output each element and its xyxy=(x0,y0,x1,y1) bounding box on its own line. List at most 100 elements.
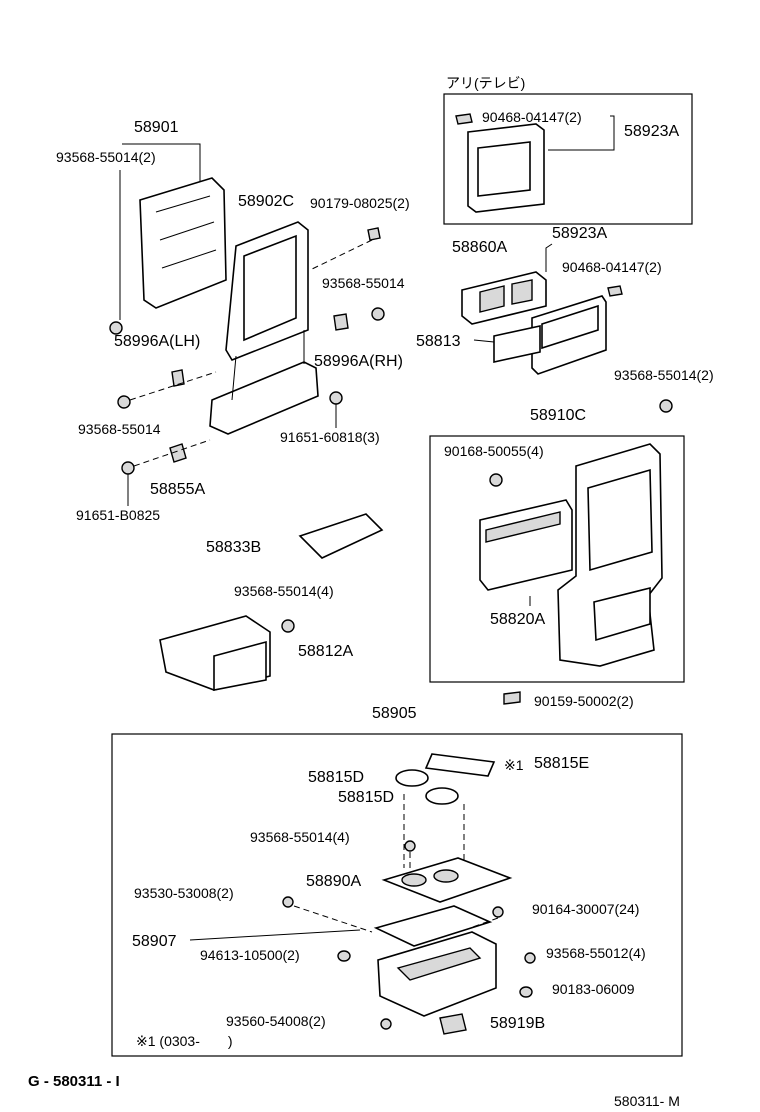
label-58815D-b: 58815D xyxy=(338,789,394,806)
washer-94613 xyxy=(337,950,351,962)
leader-58907 xyxy=(189,929,361,941)
nut-58855A xyxy=(169,443,187,463)
clip-90468-b xyxy=(607,285,623,297)
label-58813: 58813 xyxy=(416,333,461,350)
option-note-label: アリ(テレビ) xyxy=(446,75,525,91)
screw-93568-c xyxy=(117,395,131,409)
label-58919B: 58919B xyxy=(490,1015,545,1032)
label-93568-55014-2-b: 93568-55014(2) xyxy=(614,367,714,383)
label-90183: 90183-06009 xyxy=(552,981,635,997)
rear-panel-ribs xyxy=(155,195,217,269)
dash-lines-left xyxy=(129,371,217,467)
bolt-91651-60818 xyxy=(329,391,343,405)
clip-90468-a xyxy=(455,113,473,125)
armrest-box xyxy=(111,733,683,1057)
label-93568-55012: 93568-55012(4) xyxy=(546,945,646,961)
nut-90183 xyxy=(519,986,533,998)
label-58820A: 58820A xyxy=(490,611,545,628)
clip-90179 xyxy=(367,227,381,241)
screw-93568-b xyxy=(371,307,385,321)
label-91651-60818: 91651-60818(3) xyxy=(280,429,380,445)
bolt-91651-B0825 xyxy=(121,461,135,475)
leader-58813 xyxy=(473,339,495,343)
label-90468-b: 90468-04147(2) xyxy=(562,259,662,275)
screw-93530 xyxy=(282,896,294,908)
label-93568-55014-2-a: 93568-55014(2) xyxy=(56,149,156,165)
label-90164: 90164-30007(24) xyxy=(532,901,639,917)
footer-right-code: 580311- M xyxy=(614,1093,680,1109)
console-lower-opening xyxy=(593,586,651,642)
screw-93568-f xyxy=(404,840,416,852)
label-90168: 90168-50055(4) xyxy=(444,443,544,459)
label-58833B: 58833B xyxy=(206,539,261,556)
label-93560: 93560-54008(2) xyxy=(226,1013,326,1029)
mat-58815D-b xyxy=(425,787,459,805)
label-58923A-a: 58923A xyxy=(624,123,679,140)
label-58812A: 58812A xyxy=(298,643,353,660)
label-58996A-LH: 58996A(LH) xyxy=(114,333,200,350)
cup-hole-b xyxy=(433,869,459,883)
pad-58815E xyxy=(424,753,496,777)
cover-58833B xyxy=(298,513,384,559)
screw-90168 xyxy=(489,473,503,487)
pocket-lip xyxy=(485,511,561,543)
label-93568-55014-b: 93568-55014 xyxy=(78,421,161,437)
box-opening xyxy=(213,640,267,691)
nut-58996A-rh xyxy=(333,313,349,331)
label-58855A: 58855A xyxy=(150,481,205,498)
label-58907: 58907 xyxy=(132,933,177,950)
label-58996A-RH: 58996A(RH) xyxy=(314,353,403,370)
leader-58923A-a xyxy=(548,115,615,151)
console-upper-opening xyxy=(587,468,653,572)
console-box xyxy=(429,435,685,683)
label-93530: 93530-53008(2) xyxy=(134,885,234,901)
frame-base xyxy=(209,361,319,435)
label-93568-55014-4-b: 93568-55014(4) xyxy=(250,829,350,845)
label-58923A-b: 58923A xyxy=(552,225,607,242)
footnote: ※1 (0303- ) xyxy=(136,1033,233,1049)
label-93568-55014-a: 93568-55014 xyxy=(322,275,405,291)
label-58910C: 58910C xyxy=(530,407,586,424)
label-91651-B0825: 91651-B0825 xyxy=(76,507,160,523)
label-58860A: 58860A xyxy=(452,239,507,256)
lid-base xyxy=(377,931,497,1017)
vent-louvers xyxy=(479,279,533,313)
nut-58996A-lh xyxy=(171,369,185,387)
screw-90164 xyxy=(492,906,504,918)
screw-93568-e xyxy=(281,619,295,633)
hinge-58907 xyxy=(373,905,493,947)
screw-93568-d xyxy=(659,399,673,413)
assembly-dashes xyxy=(293,794,499,933)
leader-58901 xyxy=(122,143,201,182)
leader-58923A-b xyxy=(545,243,553,272)
footer-left-code: G - 580311 - I xyxy=(28,1073,120,1090)
label-58905: 58905 xyxy=(372,705,417,722)
label-58815E: 58815E xyxy=(534,755,589,772)
label-58902C: 58902C xyxy=(238,193,294,210)
dash-90179 xyxy=(309,239,373,271)
cup-hole-a xyxy=(401,873,427,887)
panel-58813 xyxy=(493,325,541,363)
bolt-90159 xyxy=(503,691,521,705)
screw-93568-a xyxy=(109,321,123,335)
clip-58919B xyxy=(439,1013,467,1035)
label-93568-55014-4-a: 93568-55014(4) xyxy=(234,583,334,599)
label-90159: 90159-50002(2) xyxy=(534,693,634,709)
label-90468-a: 90468-04147(2) xyxy=(482,109,582,125)
tv-option-box xyxy=(443,93,693,225)
screw-93560 xyxy=(380,1018,392,1030)
frame-legs xyxy=(231,330,305,401)
bezel-b-opening xyxy=(541,304,599,350)
bezel-opening xyxy=(477,141,531,197)
label-90179: 90179-08025(2) xyxy=(310,195,410,211)
label-94613: 94613-10500(2) xyxy=(200,947,300,963)
label-58815D-a: 58815D xyxy=(308,769,364,786)
label-note-mark: ※1 xyxy=(504,757,524,773)
mat-58815D-a xyxy=(395,769,429,787)
rear-panel-58901 xyxy=(139,177,227,309)
label-58890A: 58890A xyxy=(306,873,361,890)
label-58901: 58901 xyxy=(134,119,179,136)
screw-93568-55012 xyxy=(524,952,536,964)
frame-opening xyxy=(243,234,297,342)
